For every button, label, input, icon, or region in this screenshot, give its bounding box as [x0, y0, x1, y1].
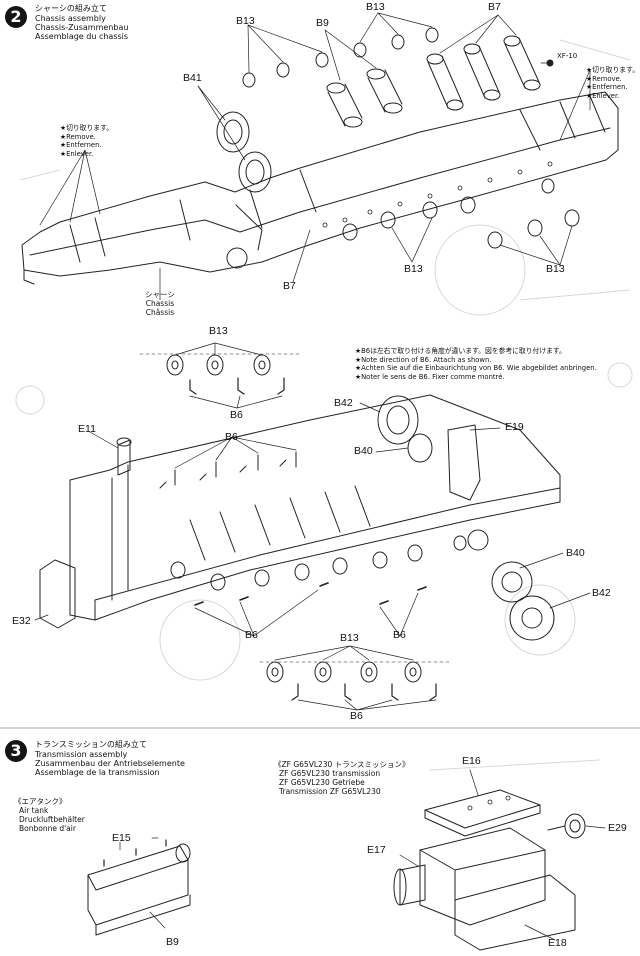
air-tank-en: Air tank: [19, 806, 49, 815]
part-label-e16: E16: [462, 755, 481, 767]
remove-note-jp: ★切り取ります。: [586, 66, 639, 74]
part-label-b13: B13: [366, 1, 385, 13]
step-2-title-fr: Assemblage du chassis: [35, 32, 129, 41]
b6-note-jp: ★B6は左右で取り付ける角度が違います。図を参考に取り付けます。: [355, 347, 566, 355]
part-label-b7: B7: [488, 1, 501, 13]
b6-note-de: ★Achten Sie auf die Einbaurichtung von B…: [355, 364, 597, 372]
transmission-drawing: [393, 769, 606, 951]
step-3-number: 3: [5, 740, 27, 762]
remove-note-right: ★切り取ります。 ★Remove. ★Entfernen. ★Enlever.: [586, 66, 639, 100]
part-label-e17: E17: [367, 844, 386, 856]
remove-note-en: ★Remove.: [60, 132, 96, 141]
part-label-b9: B9: [166, 936, 179, 948]
chassis-top-drawing: [21, 12, 619, 301]
chassis-caption-fr: Châssis: [145, 308, 175, 317]
remove-note-en: ★Remove.: [586, 74, 622, 83]
b6-detail-lower: [266, 645, 437, 711]
zf-fr: Transmission ZF G65VL230: [279, 787, 381, 796]
part-label-b7: B7: [283, 280, 296, 292]
part-label-b6: B6: [393, 629, 406, 641]
part-label-e18: E18: [548, 937, 567, 949]
b6-detail-upper: [166, 342, 285, 409]
part-label-b40: B40: [566, 547, 585, 559]
chassis-caption: シャーシ Chassis Châssis: [145, 290, 175, 317]
zf-jp: 《ZF G65VL230 トランスミッション》: [274, 760, 410, 769]
remove-note-de: ★Entfernen.: [586, 83, 628, 91]
air-tank-de: Druckluftbehälter: [19, 815, 85, 824]
part-label-b13: B13: [340, 632, 359, 644]
part-label-b13: B13: [404, 263, 423, 275]
remove-note-fr: ★Enlever.: [60, 149, 94, 158]
part-label-e32: E32: [12, 615, 31, 627]
step-2-number: 2: [5, 6, 27, 28]
remove-note-fr: ★Enlever.: [586, 91, 620, 100]
air-tank-drawing: [87, 837, 191, 936]
zf-transmission-caption: 《ZF G65VL230 トランスミッション》 ZF G65VL230 tran…: [274, 760, 410, 796]
part-label-b6: B6: [350, 710, 363, 722]
part-label-b40: B40: [354, 445, 373, 457]
part-label-b6: B6: [225, 431, 238, 443]
part-label-b13: B13: [236, 15, 255, 27]
chassis-bottom-drawing: [34, 394, 591, 641]
step-3-title-jp: トランスミッションの組み立て: [35, 740, 147, 749]
part-label-b41: B41: [183, 72, 202, 84]
part-label-e15: E15: [112, 832, 131, 844]
part-label-b13: B13: [546, 263, 565, 275]
paint-label-xf10: XF-10: [557, 52, 578, 60]
b6-note-en: ★Note direction of B6. Attach as shown.: [355, 355, 492, 364]
air-tank-fr: Bonbonne d'air: [19, 824, 76, 833]
part-label-e19: E19: [505, 421, 524, 433]
part-label-e11: E11: [78, 423, 96, 435]
part-label-b6: B6: [230, 409, 243, 421]
b6-note-fr: ★Noter le sens de B6. Fixer comme montré…: [355, 372, 505, 381]
part-label-b42: B42: [334, 397, 353, 409]
air-tank-jp: 《エアタンク》: [14, 797, 67, 806]
part-label-b9: B9: [316, 17, 329, 29]
step-2-title-de: Chassis-Zusammenbau: [35, 23, 129, 32]
zf-de: ZF G65VL230 Getriebe: [279, 778, 365, 787]
b6-direction-note: ★B6は左右で取り付ける角度が違います。図を参考に取り付けます。 ★Note d…: [355, 347, 597, 381]
part-label-e29: E29: [608, 822, 627, 834]
step-2-title-jp: シャーシの組み立て: [35, 4, 107, 13]
step-2-title-en: Chassis assembly: [35, 14, 106, 23]
air-tank-caption: 《エアタンク》 Air tank Druckluftbehälter Bonbo…: [14, 797, 85, 833]
chassis-caption-jp: シャーシ: [145, 290, 175, 299]
part-label-b6: B6: [245, 629, 258, 641]
part-label-b13: B13: [209, 325, 228, 337]
zf-en: ZF G65VL230 transmission: [279, 769, 381, 778]
part-label-b42: B42: [592, 587, 611, 599]
remove-note-jp: ★切り取ります。: [60, 124, 113, 132]
remove-note-de: ★Entfernen.: [60, 141, 102, 149]
chassis-caption-en: Chassis: [145, 299, 175, 308]
step-3-title-de: Zusammenbau der Antriebselemente: [35, 759, 185, 768]
step-3-title-en: Transmission assembly: [35, 750, 128, 759]
remove-note-left: ★切り取ります。 ★Remove. ★Entfernen. ★Enlever.: [60, 124, 113, 158]
step-3-title-fr: Assemblage de la transmission: [35, 768, 160, 777]
